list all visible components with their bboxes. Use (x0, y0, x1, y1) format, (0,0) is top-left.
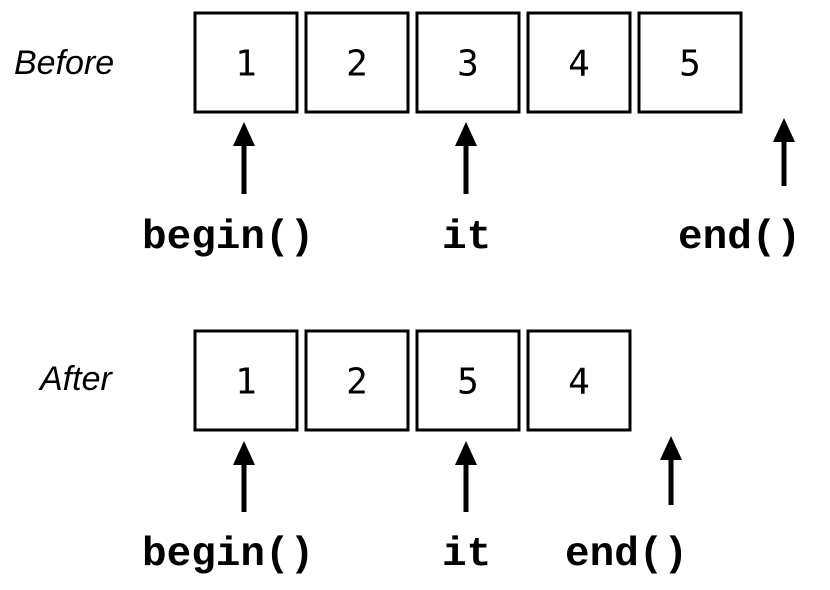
after-cell-value: 5 (457, 362, 479, 403)
after-it-label: it (442, 532, 491, 578)
before-cell-value: 4 (568, 44, 590, 85)
before-cell: 3 (415, 11, 521, 114)
before-cell-box (304, 11, 410, 114)
after-cell-box (415, 329, 521, 432)
after-cell: 4 (526, 329, 632, 432)
after-begin-label: begin() (142, 532, 314, 578)
after-cell-value: 4 (568, 362, 590, 403)
before-cell: 4 (526, 11, 632, 114)
after-end-label: end() (565, 532, 688, 578)
after-cell: 5 (415, 329, 521, 432)
after-it-arrow-icon (455, 441, 477, 465)
before-cell-box (193, 11, 299, 114)
after-cell-value: 2 (346, 362, 368, 403)
before-it-arrow-icon (455, 122, 477, 146)
after-cell: 1 (193, 329, 299, 432)
after-row: After 1 2 5 4 begin() it end() (38, 329, 688, 578)
after-cell: 2 (304, 329, 410, 432)
before-cell-value: 3 (457, 44, 479, 85)
before-begin-arrow-icon (233, 122, 255, 146)
after-cell-box (304, 329, 410, 432)
before-cell-box (415, 11, 521, 114)
before-cell: 2 (304, 11, 410, 114)
after-label: After (38, 360, 113, 398)
before-cell-box (637, 11, 743, 114)
after-end-arrow-icon (660, 436, 682, 460)
before-cell-value: 1 (235, 44, 257, 85)
before-cell-value: 5 (679, 44, 701, 85)
after-cell-value: 1 (235, 362, 257, 403)
before-begin-label: begin() (142, 215, 314, 261)
before-label: Before (14, 44, 114, 82)
before-cell: 5 (637, 11, 743, 114)
before-it-label: it (442, 215, 491, 261)
after-begin-arrow-icon (233, 441, 255, 465)
before-cell: 1 (193, 11, 299, 114)
before-row: Before 1 2 3 4 5 begin() it end() (14, 11, 801, 261)
before-cell-box (526, 11, 632, 114)
after-cell-box (193, 329, 299, 432)
after-cell-box (526, 329, 632, 432)
before-end-label: end() (678, 215, 801, 261)
before-end-arrow-icon (773, 118, 795, 142)
before-cell-value: 2 (346, 44, 368, 85)
